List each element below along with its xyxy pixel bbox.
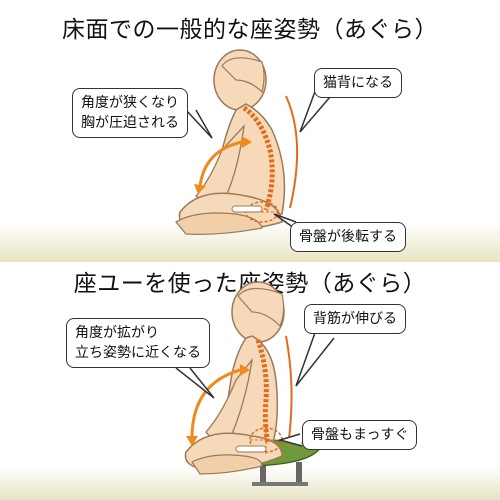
callout-pelvis-tilt: 骨盤が後転する xyxy=(290,222,406,252)
callout-pelvis-tilt-text: 骨盤が後転する xyxy=(299,229,397,245)
top-back-arc xyxy=(285,95,299,209)
top-angle-arrow xyxy=(198,140,243,187)
callout-pelvis-straight-text: 骨盤もまっすぐ xyxy=(311,427,409,443)
callout-chest-compressed: 角度が狭くなり 胸が圧迫される xyxy=(72,88,188,138)
callout-chest-line1: 角度が狭くなり xyxy=(81,95,179,111)
bottom-figure xyxy=(184,281,321,486)
callout-hunchback-text: 猫背になる xyxy=(323,75,393,91)
floor-bottom xyxy=(0,466,500,500)
callout-hunchback: 猫背になる xyxy=(314,68,402,98)
callout-angle-line1: 角度が拡がり xyxy=(75,325,159,341)
bottom-back-line xyxy=(285,335,293,447)
bottom-angle-arrow xyxy=(190,368,241,439)
callout-angle-widens: 角度が拡がり 立ち姿勢に近くなる xyxy=(66,318,210,368)
top-title: 床面での一般的な座姿勢（あぐら） xyxy=(62,17,438,43)
callout-pelvis-straight: 骨盤もまっすぐ xyxy=(302,420,418,450)
callout-angle-line2: 立ち姿勢に近くなる xyxy=(75,345,201,361)
top-figure xyxy=(175,49,299,235)
callout-back-straight-text: 背筋が伸びる xyxy=(313,311,397,327)
top-spine xyxy=(242,105,275,211)
callout-back-straight: 背筋が伸びる xyxy=(304,304,406,334)
callout-chest-line2: 胸が圧迫される xyxy=(81,115,179,131)
